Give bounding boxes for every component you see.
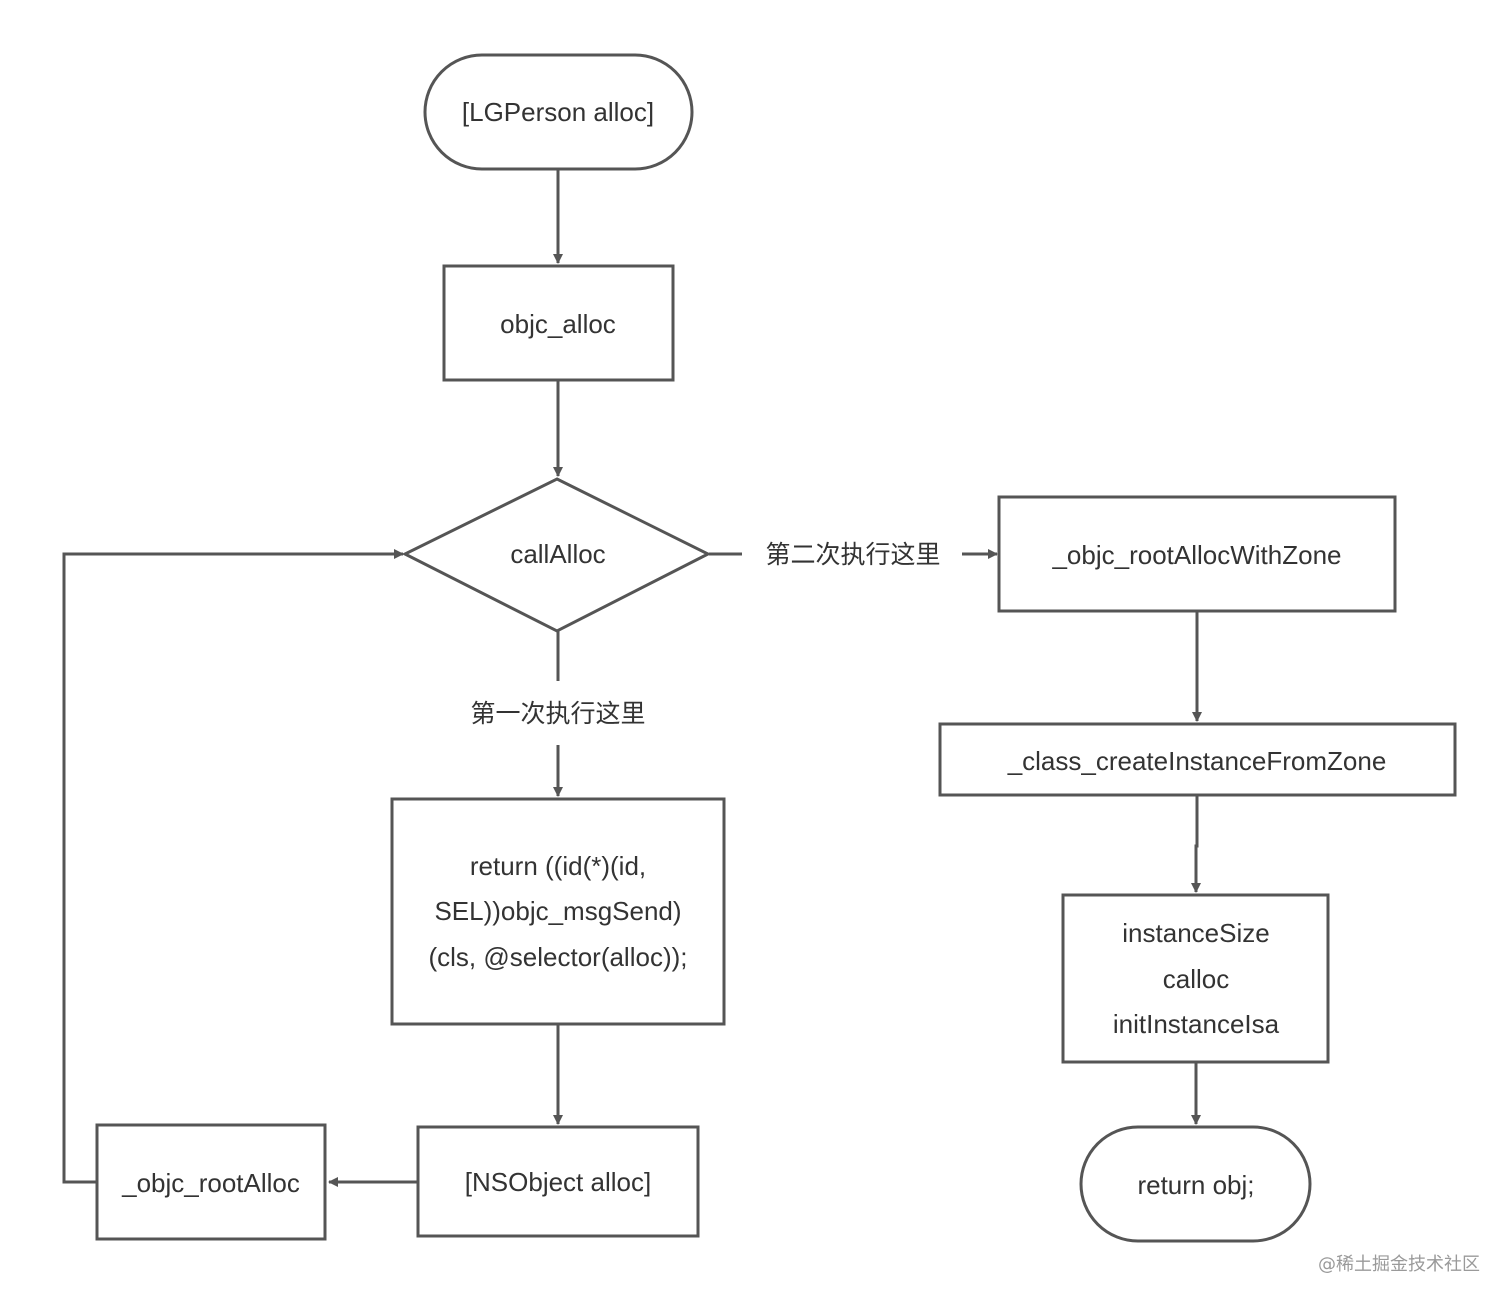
node-return-obj: return obj; bbox=[1079, 1125, 1312, 1243]
instance-steps-line-1: instanceSize bbox=[1122, 918, 1269, 948]
node-root-alloc-with-zone-label: _objc_rootAllocWithZone bbox=[1051, 540, 1341, 570]
node-start: [LGPerson alloc] bbox=[423, 53, 694, 171]
edge-rootalloc-back-to-callalloc bbox=[62, 549, 404, 1184]
node-objc-alloc: objc_alloc bbox=[442, 264, 675, 382]
node-create-instance-label: _class_createInstanceFromZone bbox=[1007, 746, 1387, 776]
node-instance-steps: instanceSize calloc initInstanceIsa bbox=[1061, 893, 1330, 1064]
node-callalloc-label: callAlloc bbox=[510, 539, 605, 569]
edge-createinstance-to-steps bbox=[1191, 796, 1201, 893]
node-create-instance: _class_createInstanceFromZone bbox=[938, 722, 1457, 797]
node-msgsend: return ((id(*)(id, SEL))objc_msgSend) (c… bbox=[390, 797, 726, 1026]
node-start-label: [LGPerson alloc] bbox=[462, 97, 654, 127]
node-objc-alloc-label: objc_alloc bbox=[500, 309, 616, 339]
node-root-alloc-with-zone: _objc_rootAllocWithZone bbox=[997, 495, 1397, 613]
node-nsobject-alloc-label: [NSObject alloc] bbox=[465, 1167, 651, 1197]
msgsend-line-3: (cls, @selector(alloc)); bbox=[429, 942, 688, 972]
node-nsobject-alloc: [NSObject alloc] bbox=[416, 1125, 700, 1238]
node-root-alloc-label: _objc_rootAlloc bbox=[121, 1168, 300, 1198]
node-return-obj-label: return obj; bbox=[1137, 1170, 1254, 1200]
edge-label-first-time: 第一次执行这里 bbox=[470, 699, 645, 728]
msgsend-line-1: return ((id(*)(id, bbox=[470, 851, 646, 881]
node-root-alloc: _objc_rootAlloc bbox=[95, 1123, 327, 1241]
msgsend-line-2: SEL))objc_msgSend) bbox=[434, 896, 681, 926]
watermark: @稀土掘金技术社区 bbox=[1318, 1254, 1480, 1275]
instance-steps-line-3: initInstanceIsa bbox=[1113, 1009, 1280, 1039]
edge-label-second-time: 第二次执行这里 bbox=[765, 540, 940, 569]
node-callalloc: callAlloc bbox=[401, 477, 712, 633]
instance-steps-line-2: calloc bbox=[1163, 964, 1229, 994]
